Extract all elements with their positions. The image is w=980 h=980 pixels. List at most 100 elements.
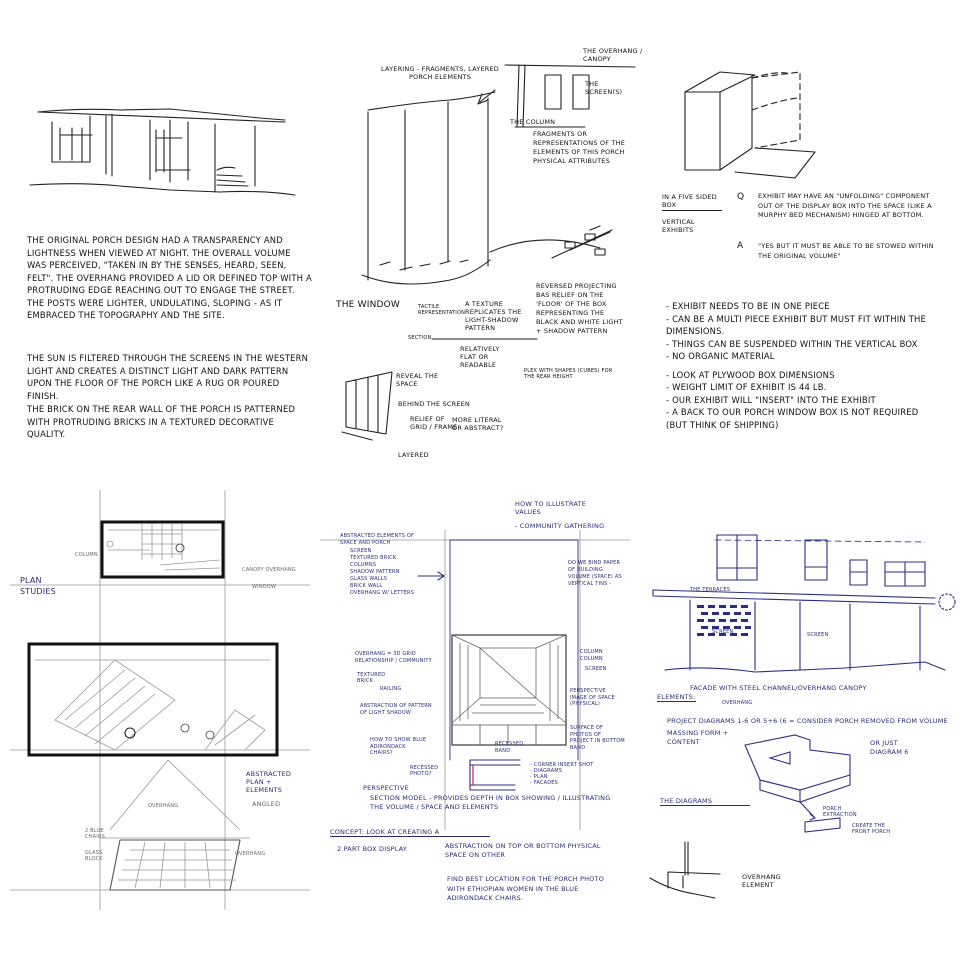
abstracted-plan-label: Abstracted plan + elements <box>246 770 292 794</box>
screen-mid-label: Screen <box>807 632 829 638</box>
window-volume-sketch <box>361 89 613 285</box>
unfolding-box-sketch <box>684 71 816 179</box>
element-item: Screen <box>350 548 372 554</box>
content-item: - Facades <box>530 780 559 786</box>
project-diagrams-note: Project diagrams 1-6 or 5+6 (6 = conside… <box>667 717 948 725</box>
section-model-note: Section model - provides depth in box sh… <box>370 794 611 811</box>
screen-label: Screen <box>585 666 607 672</box>
diagrams-label: The diagrams <box>660 797 750 806</box>
reversed-note: Reversed projecting bas relief on the 'f… <box>536 282 623 335</box>
facade-elevation-sketch <box>652 534 956 673</box>
small-plan-sketch <box>100 520 225 579</box>
porch-elevation-sketch <box>29 108 296 196</box>
glass-block-tag: Glass block <box>85 850 103 862</box>
box-label-bottom: Vertical exhibits <box>662 218 695 234</box>
column-tag: Column <box>75 552 98 558</box>
abstraction-note: Abstraction on top or bottom physical sp… <box>445 842 601 859</box>
photos-surface-label: Surface of photos of project in bottom b… <box>570 725 625 751</box>
element-item: Textured brick <box>350 555 397 561</box>
overhang-sub-label: overhang <box>722 700 753 706</box>
box-outline <box>320 530 630 830</box>
column-overhang-sketch <box>504 64 636 128</box>
q-marker: Q <box>737 192 745 202</box>
angled-label: Angled <box>252 800 281 808</box>
abstracted-elements-title: Abstracted elements of space and porch <box>340 533 415 546</box>
facade-note: Facade with steel channel/overhang canop… <box>690 684 867 692</box>
section-label: Section <box>408 335 432 341</box>
element-item: Shadow pattern <box>350 569 400 575</box>
recessed-band-label: Recessed band <box>495 741 524 754</box>
floor-overhang-tag: Overhang <box>235 851 266 857</box>
perspective-floor-sketch <box>100 759 250 891</box>
recessed-photo-label: Recessed photo? <box>410 765 439 777</box>
terraces-label: The terraces <box>690 587 731 593</box>
community-note: - community gathering <box>515 522 605 530</box>
content-item: - Corner insert shot <box>530 762 594 768</box>
find-location-note: Find best location for the porch photo w… <box>447 875 605 902</box>
layering-label: Layering - fragments, layered porch elem… <box>381 65 499 81</box>
concept-heading: Concept: Look at creating a <box>330 828 490 837</box>
relatively-flat-label: Relatively flat or readable <box>460 345 500 369</box>
relief-label: Relief of grid / frame <box>410 415 458 431</box>
requirement-item: - No organic material <box>666 351 775 361</box>
requirement-item: - Weight limit of exhibit is 44 lb. <box>666 382 827 392</box>
tactile-label: Tactile representation <box>418 304 466 316</box>
overhang-label: The overhang / canopy <box>583 47 643 63</box>
or-just-note: or just diagram 6 <box>870 739 909 756</box>
window-label: The window <box>336 300 401 310</box>
column-label-2: Column <box>580 656 603 662</box>
reveal-label: Reveal the space <box>396 372 439 388</box>
fragments-note: Fragments or representations of the elem… <box>533 130 626 165</box>
porch-caption-3: The brick on the rear wall of the porch … <box>27 404 296 439</box>
overhang-grid-label: Overhang = 3D grid relationship / commun… <box>355 651 432 664</box>
create-front-porch-label: Create the front porch <box>852 823 891 835</box>
arrow-right <box>417 571 445 581</box>
column-label-1: Column <box>580 649 603 655</box>
porch-extraction-label: Porch extraction <box>823 806 857 818</box>
layered-label: Layered <box>398 451 429 459</box>
massing-note: Massing form + content <box>667 729 729 746</box>
canopy-tag: Canopy overhang <box>242 567 296 573</box>
requirement-item: - Things can be suspended within the ver… <box>666 338 918 349</box>
perspective-overhang-tag: Overhang <box>148 803 179 809</box>
requirement-item: - A back to our porch window box is not … <box>666 407 919 430</box>
requirement-item: - Look at plywood box dimensions <box>666 369 835 380</box>
box-label-top: In a five sided box <box>662 193 722 211</box>
values-note: How to illustrate values <box>515 500 587 516</box>
exhibit-requirements-list: - Exhibit needs to be in one piece - Can… <box>666 300 936 431</box>
exhibit-answer: "Yes but it must be able to be stowed wi… <box>758 242 934 260</box>
section-line <box>431 338 538 340</box>
content-item: - Plan <box>530 774 548 780</box>
a-marker: A <box>737 241 744 251</box>
screen-left-label: Screen <box>712 629 734 635</box>
binomial-note: Do we bind paper of building volume (spa… <box>568 560 622 587</box>
massing-diagram-sketch <box>744 734 851 833</box>
chairs-tag: 2 blue chairs <box>85 828 105 840</box>
requirement-item: - Exhibit needs to be in one piece <box>666 301 830 311</box>
railing-label: Railing <box>380 686 402 692</box>
overhang-element-sketch <box>649 841 721 899</box>
behind-screen-label: Behind the screen <box>398 400 470 408</box>
element-item: Glass walls <box>350 576 388 582</box>
elements-label: Elements: <box>657 693 696 702</box>
box-perspective-sketch <box>451 634 567 746</box>
two-part-display: 2 part box display <box>337 845 408 853</box>
plan-studies-label: Plan studies <box>20 576 56 596</box>
element-item: Brick wall <box>350 583 383 589</box>
perspective-image-label: Perspective image of space (physical) <box>570 688 615 707</box>
content-list: - Corner insert shot - Diagrams - Plan -… <box>530 762 620 786</box>
porch-caption-1: The original porch design had a transpar… <box>27 235 312 320</box>
porch-caption-2: The sun is filtered through the screens … <box>27 353 309 401</box>
texture-note: A texture replicates the light-shadow pa… <box>465 300 522 332</box>
textured-brick-label: Textured brick <box>357 672 386 684</box>
chairs-question: How to show blue adirondack chairs? <box>370 737 427 756</box>
requirement-item: - Our exhibit will "insert" into the exh… <box>666 394 876 405</box>
shadow-abstraction-label: Abstraction of pattern of light shadow <box>360 703 432 716</box>
large-plan-sketch <box>27 642 279 757</box>
plan-grid-lines <box>10 490 310 910</box>
recessed-section-sketch <box>469 759 521 791</box>
window-tag: Window <box>252 584 277 590</box>
plex-note: Plex with shapes (cubes) for the rear he… <box>524 368 613 380</box>
overhang-element-label: Overhang element <box>742 873 781 889</box>
element-item: Overhang w/ letters <box>350 590 415 596</box>
